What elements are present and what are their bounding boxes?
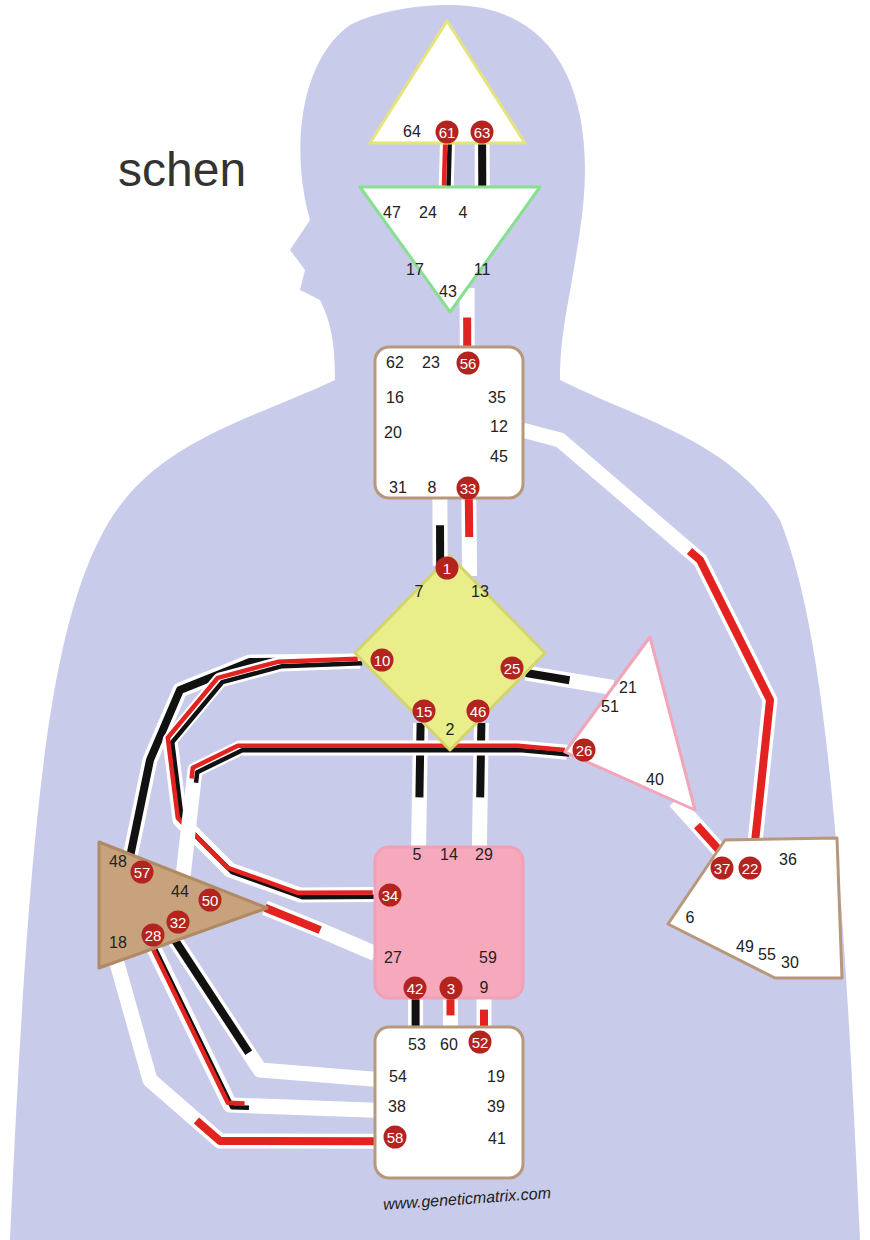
g-center: 17 13 10 25 15 46 2 (352, 553, 548, 753)
gate-number: 54 (389, 1069, 407, 1085)
channel (526, 673, 613, 688)
active-gate-number: 50 (199, 889, 222, 912)
gate-number: 62 (386, 355, 404, 371)
active-gate-number: 22 (739, 857, 762, 880)
channel (130, 661, 360, 856)
active-gate-number: 25 (501, 657, 524, 680)
gate-number: 13 (471, 584, 489, 600)
gate-number: 36 (779, 852, 797, 868)
gate-number: 51 (601, 699, 619, 715)
center-outline (555, 632, 705, 817)
active-gate-number: 58 (384, 1126, 407, 1149)
channel (484, 998, 485, 1027)
gate-number: 20 (384, 425, 402, 441)
active-gate-number: 61 (436, 121, 459, 144)
gate-number: 19 (487, 1069, 505, 1085)
gate-number: 27 (384, 950, 402, 966)
gate-number: 7 (415, 584, 424, 600)
channel (265, 908, 375, 954)
ego-center: 2151 26 40 (555, 632, 705, 817)
gate-number: 17 (406, 262, 424, 278)
gate-number: 24 (419, 205, 437, 221)
throat-center: 62 23 56 16 35 20 12 45 31 8 33 (373, 345, 525, 500)
active-gate-number: 37 (711, 857, 734, 880)
gate-number: 45 (490, 449, 508, 465)
active-gate-number: 1 (436, 557, 459, 580)
channel (523, 430, 770, 842)
active-gate-number: 46 (467, 700, 490, 723)
gate-number: 59 (479, 950, 497, 966)
gate-number: 53 (408, 1037, 426, 1053)
cropped-heading: schen (118, 142, 246, 197)
channel (415, 998, 416, 1027)
active-gate-number: 3 (440, 977, 463, 1000)
gate-number: 64 (403, 124, 421, 140)
gate-number: 14 (440, 847, 458, 863)
spleen-center: 4857 44 50 3228 18 (95, 838, 271, 972)
gate-number: 48 (109, 854, 127, 870)
channel (444, 139, 450, 190)
gate-number: 5 (413, 847, 422, 863)
ajna-center: 47 24 4 17 11 43 (355, 182, 545, 317)
active-gate-number: 32 (167, 911, 190, 934)
root-center: 53 60 52 54 19 38 39 58 41 (373, 1025, 525, 1180)
gate-number: 43 (439, 284, 457, 300)
gate-number: 35 (488, 390, 506, 406)
gate-number: 47 (383, 205, 401, 221)
active-gate-number: 34 (379, 884, 402, 907)
gate-number: 60 (440, 1037, 458, 1053)
gate-number: 16 (386, 390, 404, 406)
gate-number: 49 (736, 939, 754, 955)
gate-number: 29 (475, 847, 493, 863)
gate-number: 18 (109, 935, 127, 951)
center-outline (665, 832, 845, 984)
channel (468, 498, 470, 576)
gate-number: 38 (388, 1099, 406, 1115)
gate-number: 2 (446, 722, 455, 738)
channel (151, 945, 377, 1113)
gate-number: 44 (171, 884, 189, 900)
active-gate-number: 28 (142, 924, 165, 947)
channel (482, 141, 483, 188)
gate-number: 12 (490, 419, 508, 435)
gate-number: 41 (488, 1131, 506, 1147)
gate-number: 40 (646, 772, 664, 788)
gate-number: 9 (480, 980, 489, 996)
channel (467, 288, 468, 347)
channel (450, 998, 451, 1027)
gate-number: 21 (619, 680, 637, 696)
active-gate-number: 52 (469, 1031, 492, 1054)
head-center: 64 61 63 (365, 18, 530, 153)
active-gate-number: 57 (131, 861, 154, 884)
gate-number: 31 (389, 480, 407, 496)
channel (675, 801, 719, 850)
active-gate-number: 10 (371, 649, 394, 672)
active-gate-number: 42 (404, 977, 427, 1000)
gate-number: 6 (686, 910, 695, 926)
active-gate-number: 26 (573, 739, 596, 762)
active-gate-number: 63 (471, 121, 494, 144)
channel (439, 498, 440, 566)
gate-number: 23 (422, 355, 440, 371)
active-gate-number: 56 (457, 352, 480, 375)
sacral-center: 5 14 29 34 27 59 42 3 9 (373, 845, 525, 1000)
gate-number: 39 (487, 1099, 505, 1115)
gate-number: 11 (474, 262, 491, 278)
channel (116, 960, 375, 1141)
gate-number: 4 (459, 205, 468, 221)
gate-number: 30 (781, 955, 799, 971)
gate-number: 8 (428, 480, 437, 496)
gate-number: 55 (758, 947, 776, 963)
solar-plexus-center: 3722 36 6 4955 30 (665, 832, 845, 984)
active-gate-number: 33 (457, 477, 480, 500)
active-gate-number: 15 (413, 700, 436, 723)
